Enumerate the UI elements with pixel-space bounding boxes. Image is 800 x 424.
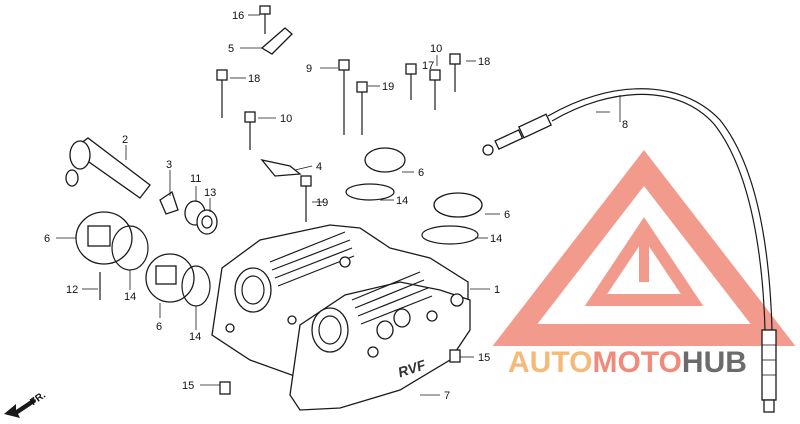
cooling-fins-right: [351, 271, 433, 325]
callout-14: 14: [124, 291, 136, 303]
callout-3: 3: [166, 159, 172, 171]
plug-port-right: [311, 307, 349, 353]
callout-6: 6: [504, 209, 510, 221]
callout-labels: 16 5 9 10 17 18 18 19 10 8 2 3 11 13 4 6…: [44, 10, 628, 402]
callout-10: 10: [430, 43, 442, 55]
watermark-hub: HUB: [682, 346, 747, 379]
callout-6: 6: [156, 321, 162, 333]
callout-16: 16: [232, 10, 244, 22]
callout-2: 2: [122, 134, 128, 146]
callout-11: 11: [190, 173, 201, 185]
callout-17: 17: [422, 60, 434, 72]
callout-1: 1: [494, 284, 500, 296]
callout-19: 19: [382, 81, 394, 93]
callout-12: 12: [66, 284, 78, 296]
bracket-5: [260, 27, 293, 55]
callout-8: 8: [622, 119, 628, 131]
throttle-cable: [482, 88, 777, 413]
callout-14: 14: [490, 233, 502, 245]
leader-lines: [56, 14, 621, 396]
callout-19: 19: [316, 197, 328, 209]
bolts: [216, 5, 461, 222]
left-components: [65, 137, 218, 235]
cylinder-head-cover: RVF: [211, 224, 471, 411]
callout-14: 14: [396, 195, 408, 207]
svg-text:AUTOMOTOHUB: AUTOMOTOHUB: [508, 346, 747, 379]
watermark-logo: [492, 150, 796, 346]
callout-14: 14: [189, 331, 201, 343]
callout-5: 5: [228, 43, 234, 55]
callout-13: 13: [204, 187, 216, 199]
watermark-text: AUTOMOTOHUB: [508, 346, 747, 379]
callout-9: 9: [306, 63, 312, 75]
front-direction-marker: FR.: [4, 390, 48, 418]
callout-6: 6: [418, 167, 424, 179]
callout-18: 18: [248, 73, 260, 85]
callout-15: 15: [182, 380, 194, 392]
callout-10: 10: [280, 113, 292, 125]
callout-15: 15: [478, 352, 490, 364]
callout-18: 18: [478, 56, 490, 68]
plug-port-left: [234, 267, 272, 313]
watermark-moto: MOTO: [592, 346, 681, 379]
caps-and-seals: [75, 147, 483, 395]
front-label: FR.: [28, 390, 48, 408]
bracket-4: [260, 158, 302, 177]
watermark-auto: AUTO: [508, 346, 592, 379]
callout-4: 4: [316, 161, 322, 173]
callout-7: 7: [444, 390, 450, 402]
callout-6: 6: [44, 233, 50, 245]
